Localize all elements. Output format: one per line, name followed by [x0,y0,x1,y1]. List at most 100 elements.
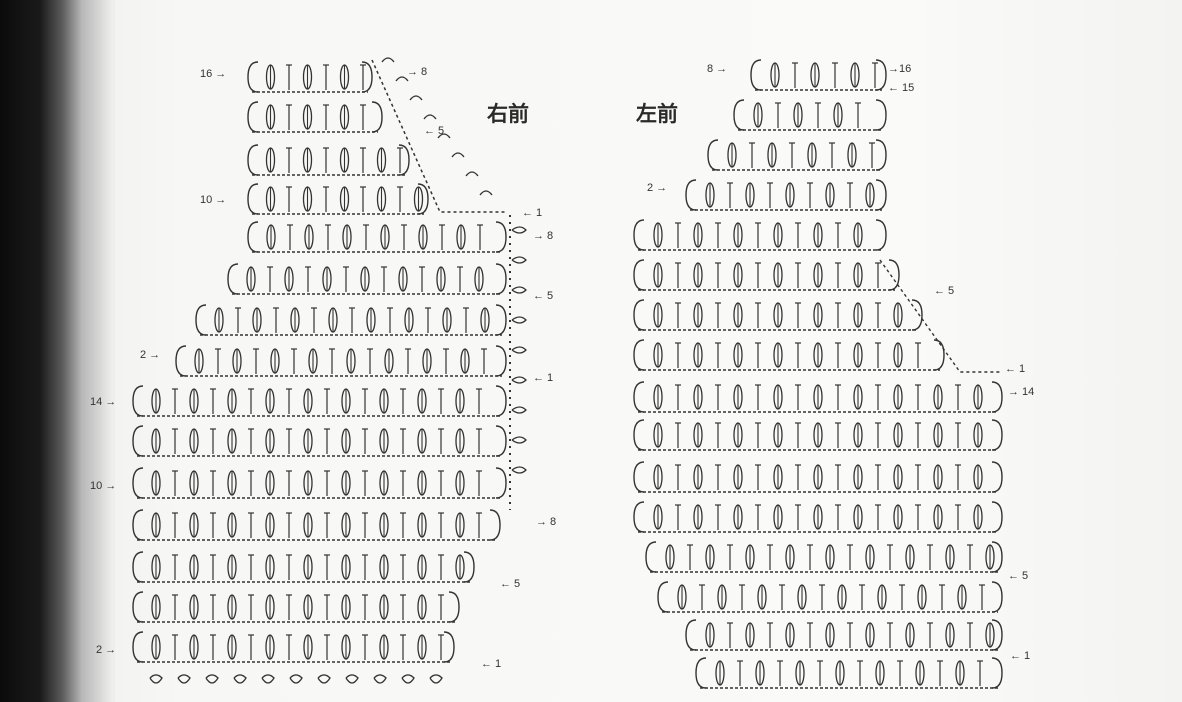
picot-mark [466,172,478,176]
turning-chain [248,62,258,92]
turning-chain [496,222,506,252]
turning-chain [464,552,474,582]
turning-chain [634,382,644,412]
row-label-5: ← 5 [1008,570,1028,582]
fringe-loop [402,675,414,683]
right-front-chart [133,58,526,683]
turning-chain [992,658,1002,688]
turning-chain [248,184,258,214]
turning-chain [176,346,186,376]
turning-chain [133,468,143,498]
turning-chain [751,60,761,90]
row-label-5: ← 5 [424,125,444,137]
turning-chain [634,260,644,290]
fringe-loop [346,675,358,683]
turning-chain [634,502,644,532]
turning-chain [496,386,506,416]
picot-mark [512,467,526,473]
fringe-loop [290,675,302,683]
turning-chain [992,462,1002,492]
row-label-15: ← 15 [888,82,914,94]
row-label-14: → 14 [1008,386,1034,398]
fringe-loop [178,675,190,683]
row-label-8: 8 → [707,63,727,75]
turning-chain [876,220,886,250]
fringe-loop [234,675,246,683]
row-label-2: 2 → [140,349,160,361]
turning-chain [496,426,506,456]
turning-chain [934,340,944,370]
turning-chain [696,658,706,688]
turning-chain [876,100,886,130]
row-label-16: →16 [888,63,911,75]
turning-chain [490,510,500,540]
turning-chain [992,502,1002,532]
fringe-loop [262,675,274,683]
picot-mark [512,437,526,443]
row-label-16: 16 → [200,68,226,80]
turning-chain [634,220,644,250]
turning-chain [634,462,644,492]
picot-mark [512,377,526,383]
turning-chain [734,100,744,130]
row-label-1: ← 1 [1010,650,1030,662]
fringe-loop [150,675,162,683]
row-label-10: 10 → [90,480,116,492]
turning-chain [634,300,644,330]
turning-chain [449,592,459,622]
turning-chain [496,346,506,376]
turning-chain [133,426,143,456]
fringe-loop [318,675,330,683]
row-label-1: ← 1 [533,372,553,384]
picot-mark [512,317,526,323]
turning-chain [876,60,886,90]
turning-chain [634,420,644,450]
picot-mark [382,58,394,62]
turning-chain [876,180,886,210]
turning-chain [992,382,1002,412]
turning-chain [708,140,718,170]
picot-mark [512,407,526,413]
picot-mark [512,257,526,263]
row-label-5: ← 5 [500,578,520,590]
turning-chain [992,582,1002,612]
turning-chain [496,264,506,294]
right-front-title: 右前 [487,98,529,128]
turning-chain [133,592,143,622]
turning-chain [133,632,143,662]
row-label-1: ← 1 [522,207,542,219]
row-label-1: ← 1 [481,658,501,670]
turning-chain [228,264,238,294]
row-label-1: ← 1 [1005,363,1025,375]
turning-chain [133,552,143,582]
picot-mark [410,96,422,100]
turning-chain [634,340,644,370]
fringe-loop [374,675,386,683]
turning-chain [686,180,696,210]
turning-chain [992,420,1002,450]
turning-chain [133,386,143,416]
turning-chain [444,632,454,662]
picot-mark [512,227,526,233]
fringe-loop [206,675,218,683]
left-front-title: 左前 [636,98,678,128]
turning-chain [876,140,886,170]
row-label-5: ← 5 [533,290,553,302]
row-label-5: ← 5 [934,285,954,297]
picot-mark [512,287,526,293]
turning-chain [248,145,258,175]
row-label-2: 2 → [96,644,116,656]
turning-chain [248,222,258,252]
picot-mark [452,153,464,157]
row-label-8: → 8 [407,66,427,78]
row-label-2: 2 → [647,182,667,194]
turning-chain [196,305,206,335]
picot-mark [480,191,492,195]
turning-chain [496,468,506,498]
turning-chain [658,582,668,612]
turning-chain [912,300,922,330]
turning-chain [133,510,143,540]
fringe-loop [430,675,442,683]
turning-chain [248,102,258,132]
